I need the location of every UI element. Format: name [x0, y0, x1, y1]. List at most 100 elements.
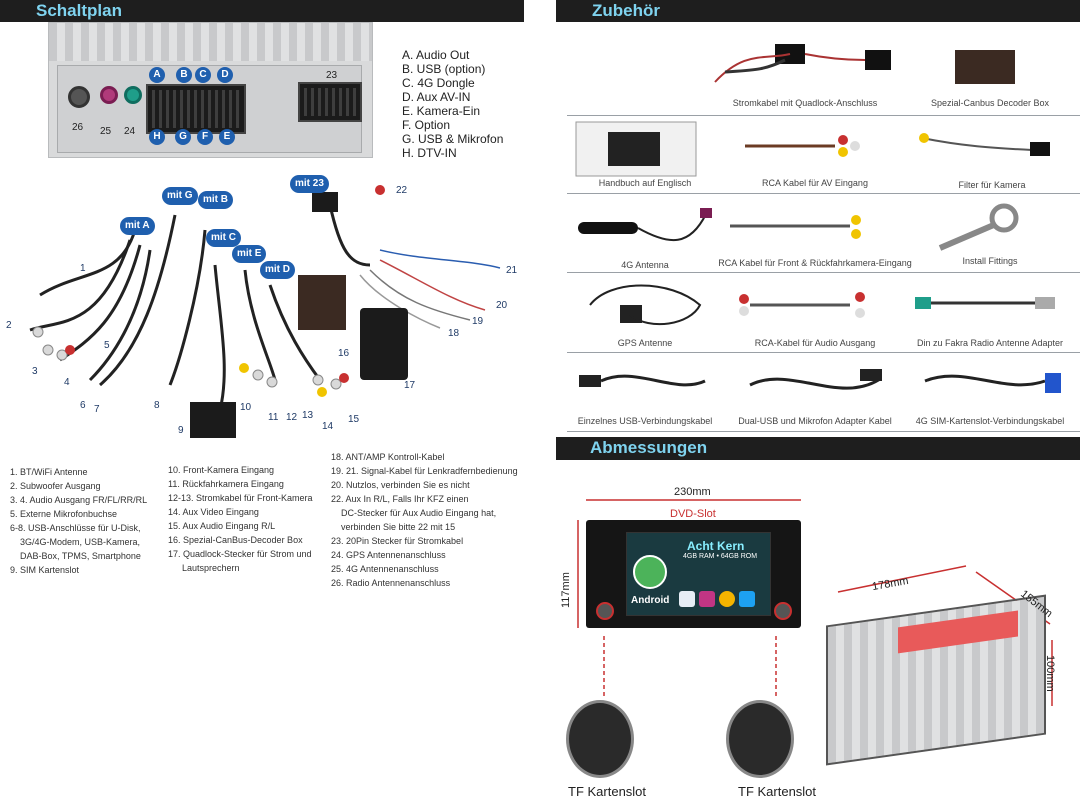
- rail: [49, 23, 372, 61]
- brand-text: Acht Kern: [687, 539, 745, 553]
- circle-a: A: [149, 67, 165, 83]
- accessory-usb-cable: Einzelnes USB-Verbindungskabel: [565, 355, 725, 429]
- 4g-antenna-image: [578, 208, 712, 242]
- port-num-23: 23: [326, 70, 338, 81]
- circle-e: E: [219, 129, 235, 145]
- rca-audio-image: [739, 292, 865, 318]
- accessory-rca-audio: RCA-Kabel für Audio Ausgang: [730, 275, 900, 350]
- legend-e: E. Kamera-Ein: [402, 104, 481, 118]
- wire-num-17: 17: [404, 380, 416, 391]
- list-item: 5. Externe Mikrofonbuchse: [10, 509, 118, 519]
- wire-num-18: 18: [448, 328, 460, 339]
- wire-num-4: 4: [64, 377, 70, 388]
- wire-num-15: 15: [348, 414, 360, 425]
- accessory-caption: RCA Kabel für Front & Rückfahrkamera-Ein…: [718, 258, 912, 268]
- list-item: DAB-Box, TPMS, Smartphone: [20, 551, 141, 561]
- wire-num-21: 21: [506, 265, 518, 276]
- wire-num-7: 7: [94, 404, 100, 415]
- warning-label: [898, 610, 1018, 654]
- accessory-caption: Dual-USB und Mikrofon Adapter Kabel: [738, 416, 892, 426]
- sim-slot: [190, 402, 236, 438]
- dvd-slot-label: DVD-Slot: [670, 508, 716, 520]
- accessory-caption: Handbuch auf Englisch: [598, 178, 692, 188]
- row-separator: [567, 431, 1080, 432]
- badge-mit-g: mit G: [162, 187, 198, 205]
- list-item: 3. 4. Audio Ausgang FR/FL/RR/RL: [10, 495, 148, 505]
- android-14-icon: [633, 555, 667, 589]
- legend-h: H. DTV-IN: [402, 146, 457, 160]
- accessory-sim-cable: 4G SIM-Kartenslot-Verbindungskabel: [905, 355, 1075, 429]
- list-item: 10. Front-Kamera Eingang: [168, 465, 275, 475]
- instagram-icon: [699, 591, 715, 607]
- accessory-canbus-box: Spezial-Canbus Decoder Box: [920, 30, 1060, 110]
- circle-f: F: [197, 129, 213, 145]
- circle-c: C: [195, 67, 211, 83]
- badge-mit-e: mit E: [232, 245, 267, 263]
- wire-num-5: 5: [104, 340, 110, 351]
- list-item: 20. Nutzlos, verbinden Sie es nicht: [331, 480, 470, 490]
- list-item: DC-Stecker für Aux Audio Eingang hat,: [341, 508, 497, 518]
- wire-num-22: 22: [396, 185, 408, 196]
- accessory-caption: 4G SIM-Kartenslot-Verbindungskabel: [915, 416, 1065, 426]
- wire-num-8: 8: [154, 400, 160, 411]
- wire-num-12: 12: [286, 412, 298, 423]
- legend-g: G. USB & Mikrofon: [402, 132, 504, 146]
- manual-image: [575, 121, 697, 177]
- legend-f: F. Option: [402, 118, 451, 132]
- head-unit-screen: Acht Kern 4GB RAM • 64GB ROM Android: [626, 532, 771, 616]
- head-unit-body: [826, 594, 1046, 766]
- accessory-caption: Filter für Kamera: [958, 180, 1026, 190]
- accessory-install-fittings: Install Fittings: [920, 196, 1060, 270]
- tf-slot-label-right: TF Kartenslot: [738, 784, 817, 799]
- accessory-rca-camera: RCA Kabel für Front & Rückfahrkamera-Ein…: [710, 196, 920, 270]
- width-label: 230mm: [674, 486, 711, 498]
- wire-num-19: 19: [472, 316, 484, 327]
- list-item: 22. Aux In R/L, Falls Ihr KFZ einen: [331, 494, 469, 504]
- accessory-dual-usb: Dual-USB und Mikrofon Adapter Kabel: [730, 355, 900, 429]
- connector-legend: A. Audio Out B. USB (option) C. 4G Dongl…: [402, 48, 503, 160]
- harness-drawing: [29, 185, 501, 438]
- list-item: 24. GPS Antennenanschluss: [331, 550, 446, 560]
- port-num-26: 26: [72, 122, 84, 133]
- row-separator: [567, 352, 1080, 353]
- list-item: 26. Radio Antennenanschluss: [331, 578, 451, 588]
- accessory-caption: Einzelnes USB-Verbindungskabel: [577, 416, 713, 426]
- height2-label: 100mm: [1044, 655, 1056, 692]
- wire-num-20: 20: [496, 300, 508, 311]
- fakra-adapter-image: [915, 297, 1055, 309]
- legend-b: B. USB (option): [402, 62, 486, 76]
- badge-mit-c: mit C: [206, 229, 241, 247]
- wire-num-16: 16: [338, 348, 350, 359]
- accessory-caption: RCA-Kabel für Audio Ausgang: [754, 338, 876, 348]
- quadlock-connector: [360, 308, 408, 380]
- depth-label: 178mm: [871, 574, 910, 594]
- wire-num-2: 2: [6, 320, 12, 331]
- fittings-image: [938, 203, 1019, 251]
- rca-camera-image: [730, 215, 861, 239]
- list-item: 14. Aux Video Eingang: [168, 507, 259, 517]
- wire-num-10: 10: [240, 402, 252, 413]
- accessory-caption: 4G Antenna: [621, 260, 669, 270]
- list-item: 23. 20Pin Stecker für Stromkabel: [331, 536, 464, 546]
- legend-a: A. Audio Out: [402, 48, 470, 62]
- chrome-icon: [719, 591, 735, 607]
- twitter-icon: [739, 591, 755, 607]
- list-item: 6-8. USB-Anschlüsse für U-Disk,: [10, 523, 141, 533]
- legend-c: C. 4G Dongle: [402, 76, 475, 90]
- port-num-24: 24: [124, 126, 136, 137]
- 4g-antenna-port: [100, 86, 118, 104]
- canbus-box-image: [955, 50, 1015, 84]
- accessory-gps-antenna: GPS Antenne: [570, 275, 720, 350]
- circle-h: H: [149, 129, 165, 145]
- row-separator: [567, 115, 1080, 116]
- accessory-caption: Spezial-Canbus Decoder Box: [930, 98, 1050, 108]
- gps-antenna-image: [589, 284, 702, 326]
- list-item: 12-13. Stromkabel für Front-Kamera: [168, 493, 313, 503]
- tf-slot-label-left: TF Kartenslot: [568, 784, 647, 799]
- canbus-decoder-box: [298, 275, 346, 330]
- list-item: 2. Subwoofer Ausgang: [10, 481, 101, 491]
- list-item: 17. Quadlock-Stecker für Strom und: [168, 549, 312, 559]
- list-item: verbinden Sie bitte 22 mit 15: [341, 522, 456, 532]
- tf-slot-zoom-left: [566, 700, 634, 778]
- usb-cable-image: [579, 374, 706, 387]
